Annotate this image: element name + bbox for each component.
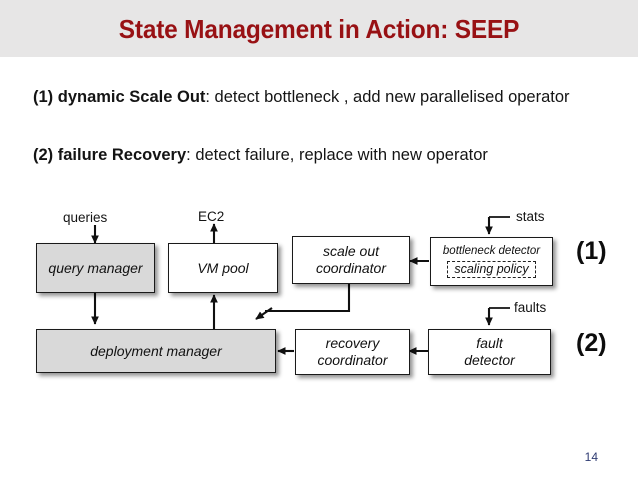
label-ec2: EC2 xyxy=(198,209,225,224)
bullet-item-2: (2) failure Recovery: detect failure, re… xyxy=(33,146,488,165)
bullet-item-1: (1) dynamic Scale Out: detect bottleneck… xyxy=(33,88,570,107)
annotation-one: (1) xyxy=(576,237,607,265)
node-scale-out-coordinator[interactable]: scale out coordinator xyxy=(292,236,410,284)
node-deployment-manager[interactable]: deployment manager xyxy=(36,329,276,373)
node-query-manager-label: query manager xyxy=(48,259,143,276)
node-query-manager[interactable]: query manager xyxy=(36,243,155,293)
node-recovery-coordinator-line1: recovery xyxy=(325,335,380,352)
node-scaling-policy[interactable]: scaling policy xyxy=(447,260,536,278)
node-bottleneck-detector[interactable]: bottleneck detector scaling policy xyxy=(430,237,553,286)
label-queries: queries xyxy=(63,210,108,225)
node-vm-pool[interactable]: VM pool xyxy=(168,243,278,293)
node-vm-pool-label: VM pool xyxy=(197,259,249,276)
label-faults: faults xyxy=(514,300,547,315)
wire-scaleout-to-deployment xyxy=(265,283,351,313)
node-fault-detector-line2: detector xyxy=(464,352,515,368)
node-bottleneck-detector-label: bottleneck detector xyxy=(442,245,541,258)
bullet-2-bold: (2) failure Recovery xyxy=(33,146,187,164)
page-number: 14 xyxy=(584,450,598,464)
node-fault-detector-line1: fault xyxy=(476,335,503,352)
node-fault-detector[interactable]: fault detector xyxy=(428,329,551,375)
node-recovery-coordinator-line2: coordinator xyxy=(317,352,388,368)
node-deployment-manager-label: deployment manager xyxy=(90,342,222,359)
bullet-1-rest: : detect bottleneck , add new parallelis… xyxy=(205,88,570,106)
page-title: State Management in Action: SEEP xyxy=(118,14,520,44)
title-band xyxy=(0,0,638,57)
node-recovery-coordinator[interactable]: recovery coordinator xyxy=(295,329,410,375)
bullet-1-bold: (1) dynamic Scale Out xyxy=(33,88,206,106)
annotation-two: (2) xyxy=(576,329,607,357)
label-stats: stats xyxy=(516,209,545,224)
node-scale-out-coordinator-line1: scale out xyxy=(322,243,380,260)
arrow-scaleout-to-deployment xyxy=(255,307,273,320)
bullet-2-rest: : detect failure, replace with new opera… xyxy=(186,146,488,164)
node-scale-out-coordinator-line2: coordinator xyxy=(315,260,387,276)
